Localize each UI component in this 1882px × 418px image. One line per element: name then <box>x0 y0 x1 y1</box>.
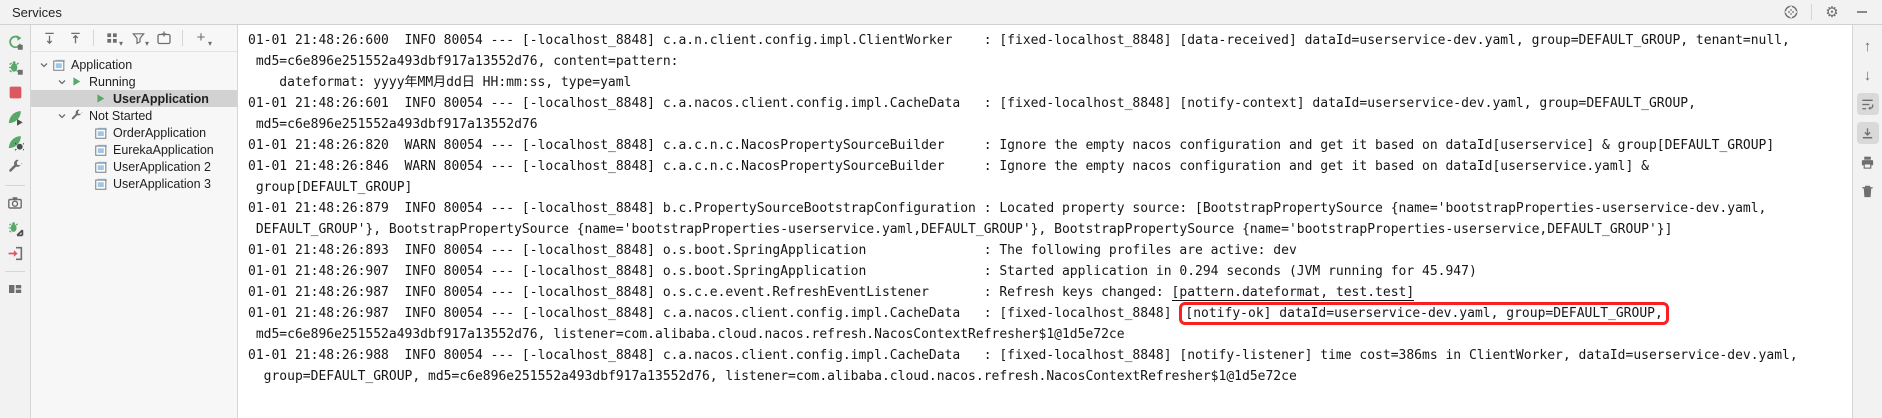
dashboard-layout-icon[interactable] <box>3 277 27 301</box>
chevron-expanded-icon[interactable] <box>55 75 69 89</box>
target-icon[interactable] <box>1781 2 1801 22</box>
tree-item-running[interactable]: Running <box>31 73 237 90</box>
run-state-icon <box>93 91 108 106</box>
tree-item-eurekaapplication[interactable]: EurekaApplication <box>31 141 237 158</box>
log-line: md5=c6e896e251552a493dbf917a13552d76, co… <box>248 54 679 69</box>
application-type-icon <box>93 159 108 174</box>
application-type-icon <box>93 142 108 157</box>
run-actions-toolbar <box>0 25 31 418</box>
tree-item-label: OrderApplication <box>113 125 207 140</box>
chevron-expanded-icon[interactable] <box>55 109 69 123</box>
log-line: group=DEFAULT_GROUP, md5=c6e896e251552a4… <box>248 369 1297 384</box>
chevron-expanded-icon[interactable] <box>37 58 51 72</box>
tree-item-label: UserApplication 3 <box>113 176 211 191</box>
add-service-frame-icon[interactable] <box>154 28 174 48</box>
run-icon[interactable] <box>3 105 27 129</box>
rerun-debug-icon[interactable] <box>3 55 27 79</box>
log-line-notify-ok: 01-01 21:48:26:987 INFO 80054 --- [-loca… <box>248 302 1852 325</box>
log-line: 01-01 21:48:26:893 INFO 80054 --- [-loca… <box>248 243 1297 258</box>
wrench-icon <box>69 108 84 123</box>
log-line: 01-01 21:48:26:820 WARN 80054 --- [-loca… <box>248 138 1775 153</box>
application-type-icon <box>93 125 108 140</box>
attach-debugger-icon[interactable] <box>3 216 27 240</box>
add-icon[interactable]: + ▾ <box>191 28 212 48</box>
tree-item-label: Application <box>71 57 133 72</box>
log-line: 01-01 21:48:26:600 INFO 80054 --- [-loca… <box>248 33 1790 48</box>
tree-item-label: Running <box>89 74 136 89</box>
exit-disconnect-icon[interactable] <box>3 241 27 265</box>
tool-window-header: Services ⚙ <box>0 0 1882 25</box>
print-icon[interactable] <box>1857 151 1879 173</box>
services-tree: Application Running UserApplication Not … <box>31 52 237 418</box>
chevron-down-icon: ▾ <box>118 39 123 48</box>
log-line: 01-01 21:48:26:846 WARN 80054 --- [-loca… <box>248 159 1649 174</box>
tree-item-userapplication[interactable]: UserApplication <box>31 90 237 107</box>
filter-icon[interactable]: ▾ <box>128 28 149 48</box>
tree-item-label: EurekaApplication <box>113 142 214 157</box>
services-tree-panel: ▾ ▾ + ▾ Application <box>31 25 238 418</box>
tree-item-orderapplication[interactable]: OrderApplication <box>31 124 237 141</box>
log-line: md5=c6e896e251552a493dbf917a13552d76, li… <box>248 327 1125 342</box>
tree-item-label: UserApplication 2 <box>113 159 211 174</box>
scroll-up-icon[interactable]: ↑ <box>1863 37 1872 55</box>
group-by-icon[interactable]: ▾ <box>102 28 123 48</box>
chevron-down-icon: ▾ <box>144 39 149 48</box>
clear-console-icon[interactable] <box>1857 180 1879 202</box>
log-line: 01-01 21:48:26:601 INFO 80054 --- [-loca… <box>248 96 1696 111</box>
toolbar-divider <box>93 30 94 46</box>
log-text: 01-01 21:48:26:987 INFO 80054 --- [-loca… <box>248 285 1172 300</box>
log-line: group[DEFAULT_GROUP] <box>248 180 413 195</box>
red-highlight-box: [notify-ok] dataId=userservice-dev.yaml,… <box>1179 302 1669 325</box>
tree-item-application[interactable]: Application <box>31 56 237 73</box>
scroll-to-end-icon[interactable] <box>1856 122 1879 144</box>
plus-glyph: + <box>196 29 206 46</box>
tree-item-userapplication-2[interactable]: UserApplication 2 <box>31 158 237 175</box>
tree-toolbar: ▾ ▾ + ▾ <box>31 25 237 52</box>
chevron-down-icon: ▾ <box>207 39 212 48</box>
console-toolbar: ↑ ↓ <box>1852 25 1882 418</box>
rerun-icon[interactable] <box>3 30 27 54</box>
log-line-refresh-keys: 01-01 21:48:26:987 INFO 80054 --- [-loca… <box>248 282 1852 303</box>
header-actions: ⚙ <box>1781 2 1882 22</box>
expand-all-icon[interactable] <box>39 28 59 48</box>
settings-gear-icon[interactable]: ⚙ <box>1825 4 1839 21</box>
log-line: md5=c6e896e251552a493dbf917a13552d76 <box>248 117 538 132</box>
thread-dump-camera-icon[interactable] <box>3 191 27 215</box>
tree-item-label: UserApplication <box>113 91 209 106</box>
log-line: 01-01 21:48:26:988 INFO 80054 --- [-loca… <box>248 348 1798 363</box>
tree-item-userapplication-3[interactable]: UserApplication 3 <box>31 175 237 192</box>
toolbar-divider <box>5 271 25 272</box>
log-line: dateformat: yyyy年MM月dd日 HH:mm:ss, type=y… <box>248 75 632 90</box>
log-line: DEFAULT_GROUP'}, BootstrapPropertySource… <box>248 222 1673 237</box>
minimize-icon[interactable] <box>1852 2 1872 22</box>
scroll-down-icon[interactable]: ↓ <box>1863 66 1872 84</box>
collapse-all-icon[interactable] <box>65 28 85 48</box>
stop-icon[interactable] <box>3 80 27 104</box>
run-console[interactable]: 01-01 21:48:26:600 INFO 80054 --- [-loca… <box>238 25 1852 418</box>
toolbar-divider <box>5 185 25 186</box>
log-text: 01-01 21:48:26:987 INFO 80054 --- [-loca… <box>248 306 1180 321</box>
log-line: 01-01 21:48:26:879 INFO 80054 --- [-loca… <box>248 201 1767 216</box>
panel-title: Services <box>12 4 62 20</box>
run-state-icon <box>69 74 84 89</box>
underlined-refresh-keys: [pattern.dateformat, test.test] <box>1171 285 1415 301</box>
application-type-icon <box>51 57 66 72</box>
wrench-settings-icon[interactable] <box>3 155 27 179</box>
toolbar-divider <box>182 30 183 46</box>
log-line: 01-01 21:48:26:907 INFO 80054 --- [-loca… <box>248 264 1477 279</box>
application-type-icon <box>93 176 108 191</box>
tree-item-not-started[interactable]: Not Started <box>31 107 237 124</box>
soft-wrap-icon[interactable] <box>1856 93 1879 115</box>
tree-item-label: Not Started <box>89 108 153 123</box>
header-divider <box>1811 4 1812 20</box>
debug-icon[interactable] <box>3 130 27 154</box>
tool-window-body: ▾ ▾ + ▾ Application <box>0 25 1882 418</box>
